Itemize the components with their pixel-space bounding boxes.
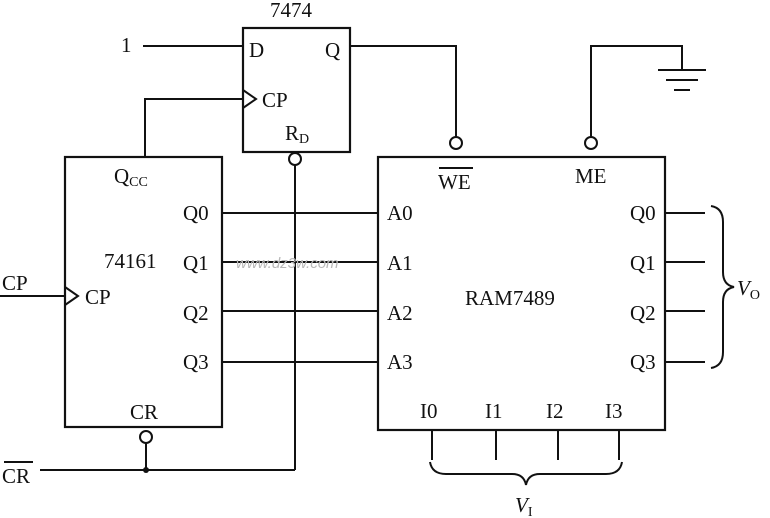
counter-pin-q3: Q3 [183, 350, 209, 374]
ram-pin-q3: Q3 [630, 350, 656, 374]
watermark: www.dz3w.com [236, 255, 339, 272]
counter-clock-triangle [64, 286, 80, 306]
ram-me-bubble [584, 136, 598, 150]
ram-body [376, 155, 667, 432]
wire-q-to-we [350, 45, 457, 137]
ram-pin-i1: I1 [485, 399, 503, 423]
clear-input-label: CR [2, 464, 30, 488]
wires: 1 CP CR [0, 33, 706, 488]
junction-dot [143, 467, 149, 473]
ram-pin-we: WE [438, 170, 471, 194]
input-bus-label: VI [515, 493, 533, 518]
ram-pin-a0: A0 [387, 201, 413, 225]
counter-pin-cr: CR [130, 400, 158, 424]
flipflop-part-label: 7474 [270, 0, 313, 22]
ground-icon [658, 69, 706, 91]
flipflop-7474: 7474 D Q CP RD [241, 0, 352, 166]
ram-pin-q0: Q0 [630, 201, 656, 225]
ram-pin-a2: A2 [387, 301, 413, 325]
flipflop-body [241, 26, 352, 154]
counter-pin-cp: CP [85, 285, 111, 309]
counter-pin-q2: Q2 [183, 301, 209, 325]
input-bus-brace: VI [429, 461, 623, 518]
ram-pin-q2: Q2 [630, 301, 656, 325]
output-bus-label: VO [737, 276, 760, 303]
flipflop-pin-d: D [249, 38, 264, 62]
counter-pin-qcc: QCC [114, 164, 148, 190]
flipflop-pin-rd: RD [285, 121, 309, 147]
output-bus-brace: VO [710, 205, 760, 369]
flipflop-clock-triangle [242, 89, 258, 109]
counter-pin-q0: Q0 [183, 201, 209, 225]
counter-74161: QCC Q0 74161 Q1 Q2 Q3 CP CR [63, 155, 224, 444]
flipflop-pin-cp: CP [262, 88, 288, 112]
ram-pin-i3: I3 [605, 399, 623, 423]
clock-input-label: CP [2, 271, 28, 295]
flipflop-pin-q: Q [325, 38, 340, 62]
counter-cr-bubble [139, 430, 153, 444]
ram-we-bubble [449, 136, 463, 150]
ram-pin-a3: A3 [387, 350, 413, 374]
ram-pin-i2: I2 [546, 399, 564, 423]
counter-part-label: 74161 [104, 249, 157, 273]
ram-pin-q1: Q1 [630, 251, 656, 275]
ram-7489: WE ME A0 A1 A2 A3 RAM7489 Q0 Q1 Q2 Q3 I0… [376, 136, 667, 432]
logic-one-label: 1 [121, 33, 132, 57]
counter-pin-q1: Q1 [183, 251, 209, 275]
ram-pin-me: ME [575, 164, 607, 188]
ram-pin-i0: I0 [420, 399, 438, 423]
flipflop-rd-bubble [288, 152, 302, 166]
ram-pin-a1: A1 [387, 251, 413, 275]
ram-part-label: RAM7489 [465, 286, 555, 310]
counter-body [63, 155, 224, 429]
wire-me-to-ground [590, 45, 683, 137]
wire-qcc-to-ff-cp [144, 98, 243, 157]
